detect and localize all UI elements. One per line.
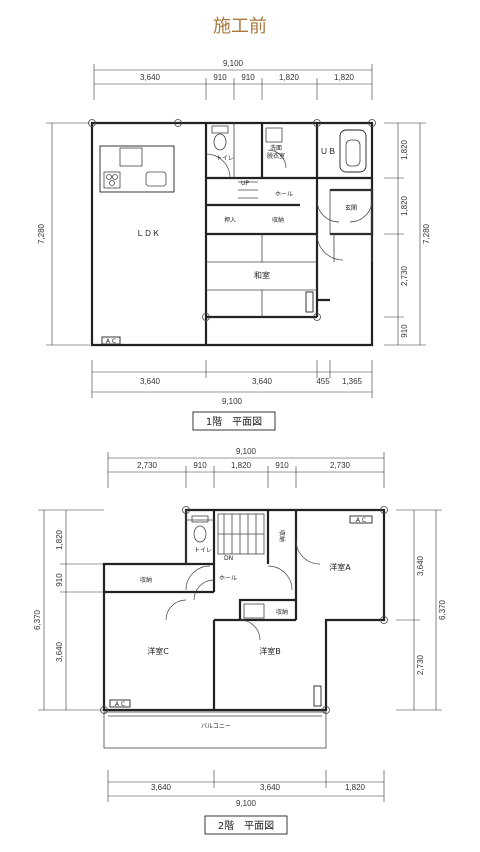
toilet-icon: [213, 133, 227, 151]
ac-unit-2: [305, 291, 314, 313]
dim-f2-top-1: 2,730: [137, 461, 158, 470]
ac-label-a: A C: [356, 517, 366, 524]
dim-f1-top-1: 3,640: [140, 73, 161, 82]
dim-f1-top-3: 910: [241, 73, 255, 82]
dim-f1-top-5: 1,820: [334, 73, 355, 82]
stairs-f1: [238, 181, 258, 199]
dim-f1-bottom-2: 3,640: [252, 377, 273, 386]
room-ub: ＵＢ: [320, 147, 336, 156]
dim-f2-right-1: 3,640: [416, 555, 425, 576]
floor1-caption-box: [192, 411, 276, 431]
ac-label-c: A C: [115, 701, 125, 708]
dim-f2-left-2: 910: [55, 573, 64, 587]
dim-f1-top-4: 1,820: [279, 73, 300, 82]
kitchen-counter: [99, 145, 175, 193]
dim-f1-right-4: 910: [400, 324, 409, 338]
ac-unit: [101, 336, 121, 345]
floor-2: 9,100 2,730 910 1,820 910 2,730 6,370 1,…: [33, 447, 447, 835]
dim-f1-bottom-1: 3,640: [140, 377, 161, 386]
dim-f1-bottom-4: 1,365: [342, 377, 363, 386]
floor2-caption: 2階 平面図: [218, 820, 274, 832]
dim-f2-left-1: 1,820: [55, 529, 64, 550]
dim-f2-bottom-2: 3,640: [260, 783, 281, 792]
f1-outer-wall: [90, 121, 374, 347]
dim-f2-top-2: 910: [193, 461, 207, 470]
dim-f2-left-3: 3,640: [55, 641, 64, 662]
dim-f1-right-3: 2,730: [400, 265, 409, 286]
room-entrance: 玄関: [345, 204, 357, 212]
room-c: 洋室C: [147, 646, 169, 656]
dim-f2-bottom-1: 3,640: [151, 783, 172, 792]
f2-outer-wall: [102, 508, 386, 712]
dim-f1-right-2: 1,820: [400, 195, 409, 216]
sink-icon: [145, 171, 167, 187]
stairs-dn-label: DN: [224, 555, 233, 562]
dim-f2-left-total: 6,370: [33, 609, 42, 630]
ac-unit-f2-a: [349, 515, 373, 524]
balcony: [103, 711, 327, 749]
dim-f1-bottom-3: 455: [316, 377, 330, 386]
balcony-label: バルコニー: [201, 723, 231, 730]
room-ldk: ＬＤＫ: [136, 229, 160, 238]
dim-f2-top-5: 2,730: [330, 461, 351, 470]
room-hall-f1: ホール: [275, 191, 293, 198]
stove-icon: [103, 171, 121, 189]
ac-label: A C: [106, 338, 116, 345]
room-storage-f1: 収納: [272, 216, 284, 224]
dim-f1-top-2: 910: [213, 73, 227, 82]
dim-f1-right-total: 7,280: [422, 223, 431, 244]
room-washroom-line2: 脱衣室: [267, 152, 285, 160]
room-storage-b: 収納: [276, 608, 288, 616]
room-storage-left: 収納: [140, 576, 152, 584]
stairs-up-label: UP: [241, 180, 249, 187]
kitchen-note: [119, 147, 143, 167]
floor1-caption: 1階 平面図: [206, 416, 262, 428]
dim-f2-bottom-total: 9,100: [236, 799, 257, 808]
dim-f1-bottom-total: 9,100: [222, 397, 243, 406]
room-oshiire: 押入: [224, 216, 236, 224]
room-washroom-line1: 洗面: [270, 144, 282, 152]
dim-f1-left: 7,280: [37, 223, 46, 244]
washbasin-icon: [265, 127, 283, 143]
dim-f2-top-total: 9,100: [236, 447, 257, 456]
ac-unit-f2-c: [109, 699, 131, 708]
room-storage-top: 収納: [278, 530, 286, 542]
dim-f1-right-1: 1,820: [400, 139, 409, 160]
room-hall-f2: ホール: [219, 575, 237, 582]
dim-f2-top-3: 1,820: [231, 461, 252, 470]
entrance-floor: [329, 189, 373, 235]
room-b: 洋室B: [259, 646, 281, 656]
dim-f2-right-total: 6,370: [438, 599, 447, 620]
room-toilet-f2: トイレ: [194, 547, 212, 554]
floor-1: 9,100 3,640 910 910 1,820 1,820 7,280 1,…: [37, 59, 431, 431]
room-a: 洋室A: [329, 562, 351, 572]
ac-unit-f2-b: [313, 685, 322, 707]
dim-f2-bottom-3: 1,820: [345, 783, 366, 792]
dim-f2-top-4: 910: [275, 461, 289, 470]
room-washitsu: 和室: [254, 270, 270, 280]
floor2-caption-box: [204, 815, 288, 835]
bathtub-icon: [339, 129, 367, 173]
stairs-f2: [217, 513, 265, 555]
dim-f2-right-2: 2,730: [416, 654, 425, 675]
room-toilet-f1: トイレ: [216, 155, 234, 162]
toilet-icon-f2: [193, 525, 207, 543]
page-title: 施工前: [213, 16, 267, 37]
dim-f1-top-total: 9,100: [223, 59, 244, 68]
closet-b: [243, 603, 265, 619]
